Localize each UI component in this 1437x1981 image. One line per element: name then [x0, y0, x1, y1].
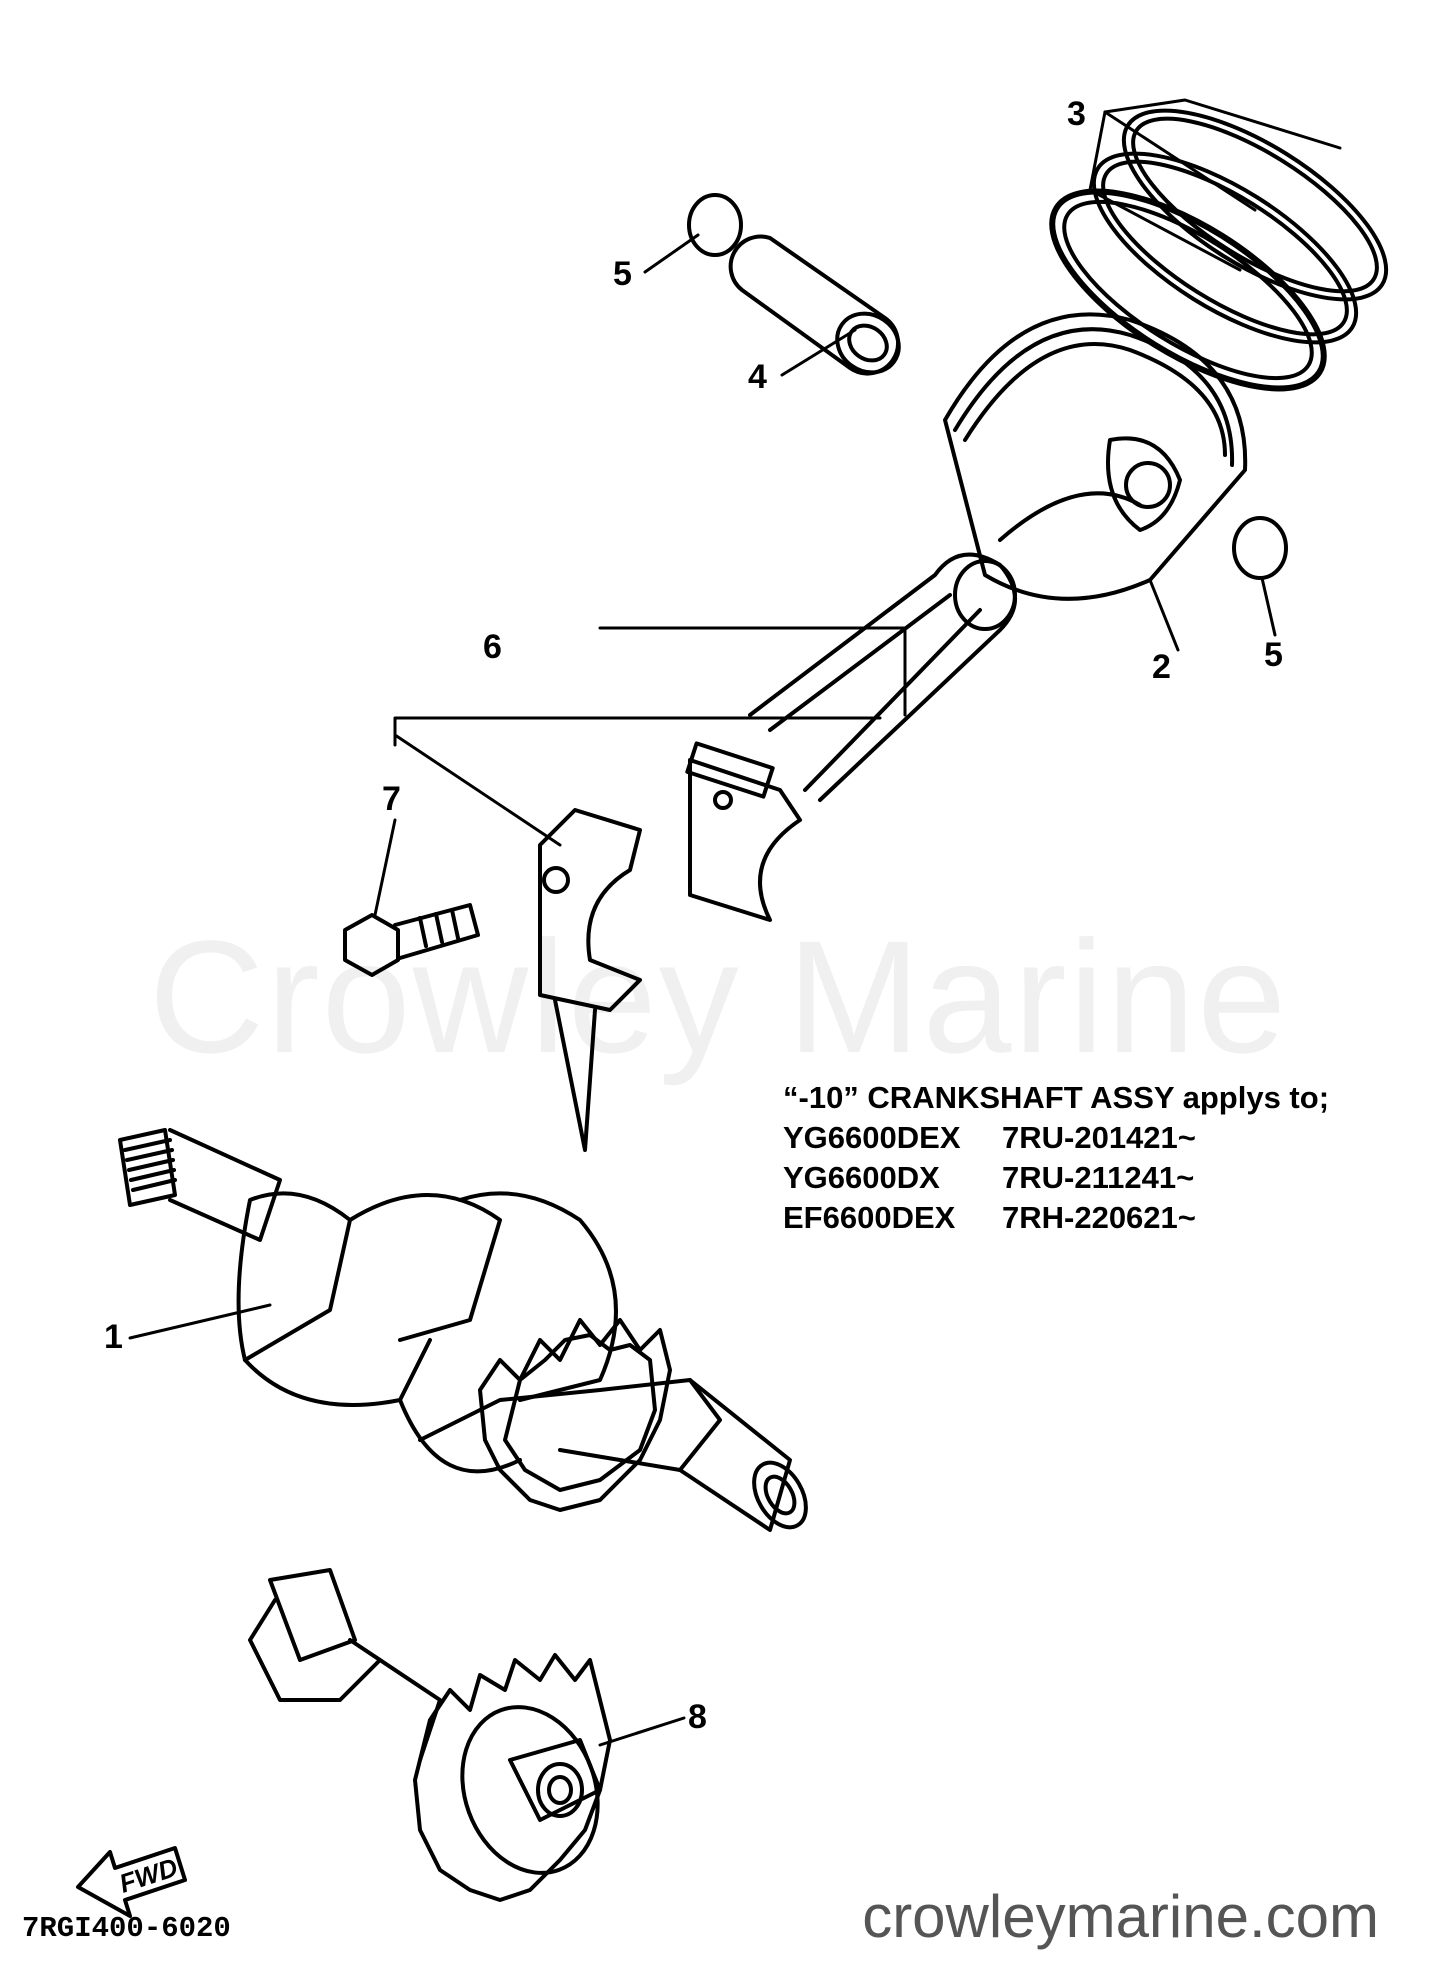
connecting-rod	[685, 552, 1017, 922]
note-serial: 7RU-211241~	[1002, 1160, 1195, 1195]
balancer-gear	[248, 1568, 612, 1902]
callout-7: 7	[382, 780, 401, 818]
callout-5-right: 5	[1264, 636, 1283, 674]
callout-4: 4	[748, 358, 767, 396]
diagram-code: 7RGI400-6020	[22, 1912, 231, 1945]
crankshaft	[118, 1128, 808, 1532]
leader-lines	[128, 98, 1342, 1747]
website-link[interactable]: crowleymarine.com	[862, 1883, 1379, 1950]
fwd-arrow-icon	[76, 1846, 187, 1918]
crankshaft-applicability-note: “-10” CRANKSHAFT ASSY applys to; YG6600D…	[783, 1078, 1383, 1238]
note-model: EF6600DEX	[783, 1200, 956, 1235]
callout-1: 1	[104, 1318, 123, 1356]
bearing-cap	[538, 808, 642, 1152]
note-model: YG6600DX	[783, 1160, 940, 1195]
note-serial: 7RH-220621~	[1002, 1200, 1196, 1235]
piston	[943, 312, 1248, 601]
callout-2: 2	[1152, 648, 1171, 686]
note-row: EF6600DEX 7RH-220621~	[783, 1198, 1383, 1238]
watermark: Crowley Marine	[148, 907, 1289, 1086]
callout-3: 3	[1067, 95, 1086, 133]
clip-left	[687, 193, 743, 257]
cap-bolt	[343, 903, 480, 977]
note-heading: “-10” CRANKSHAFT ASSY applys to;	[783, 1080, 1330, 1115]
note-serial: 7RU-201421~	[1002, 1120, 1196, 1155]
clip-right	[1232, 516, 1288, 580]
callout-8: 8	[688, 1698, 707, 1736]
note-row: YG6600DX 7RU-211241~	[783, 1158, 1383, 1198]
note-row: YG6600DEX 7RU-201421~	[783, 1118, 1383, 1158]
callout-5-left: 5	[613, 255, 632, 293]
note-model: YG6600DEX	[783, 1120, 961, 1155]
callout-6: 6	[483, 628, 502, 666]
